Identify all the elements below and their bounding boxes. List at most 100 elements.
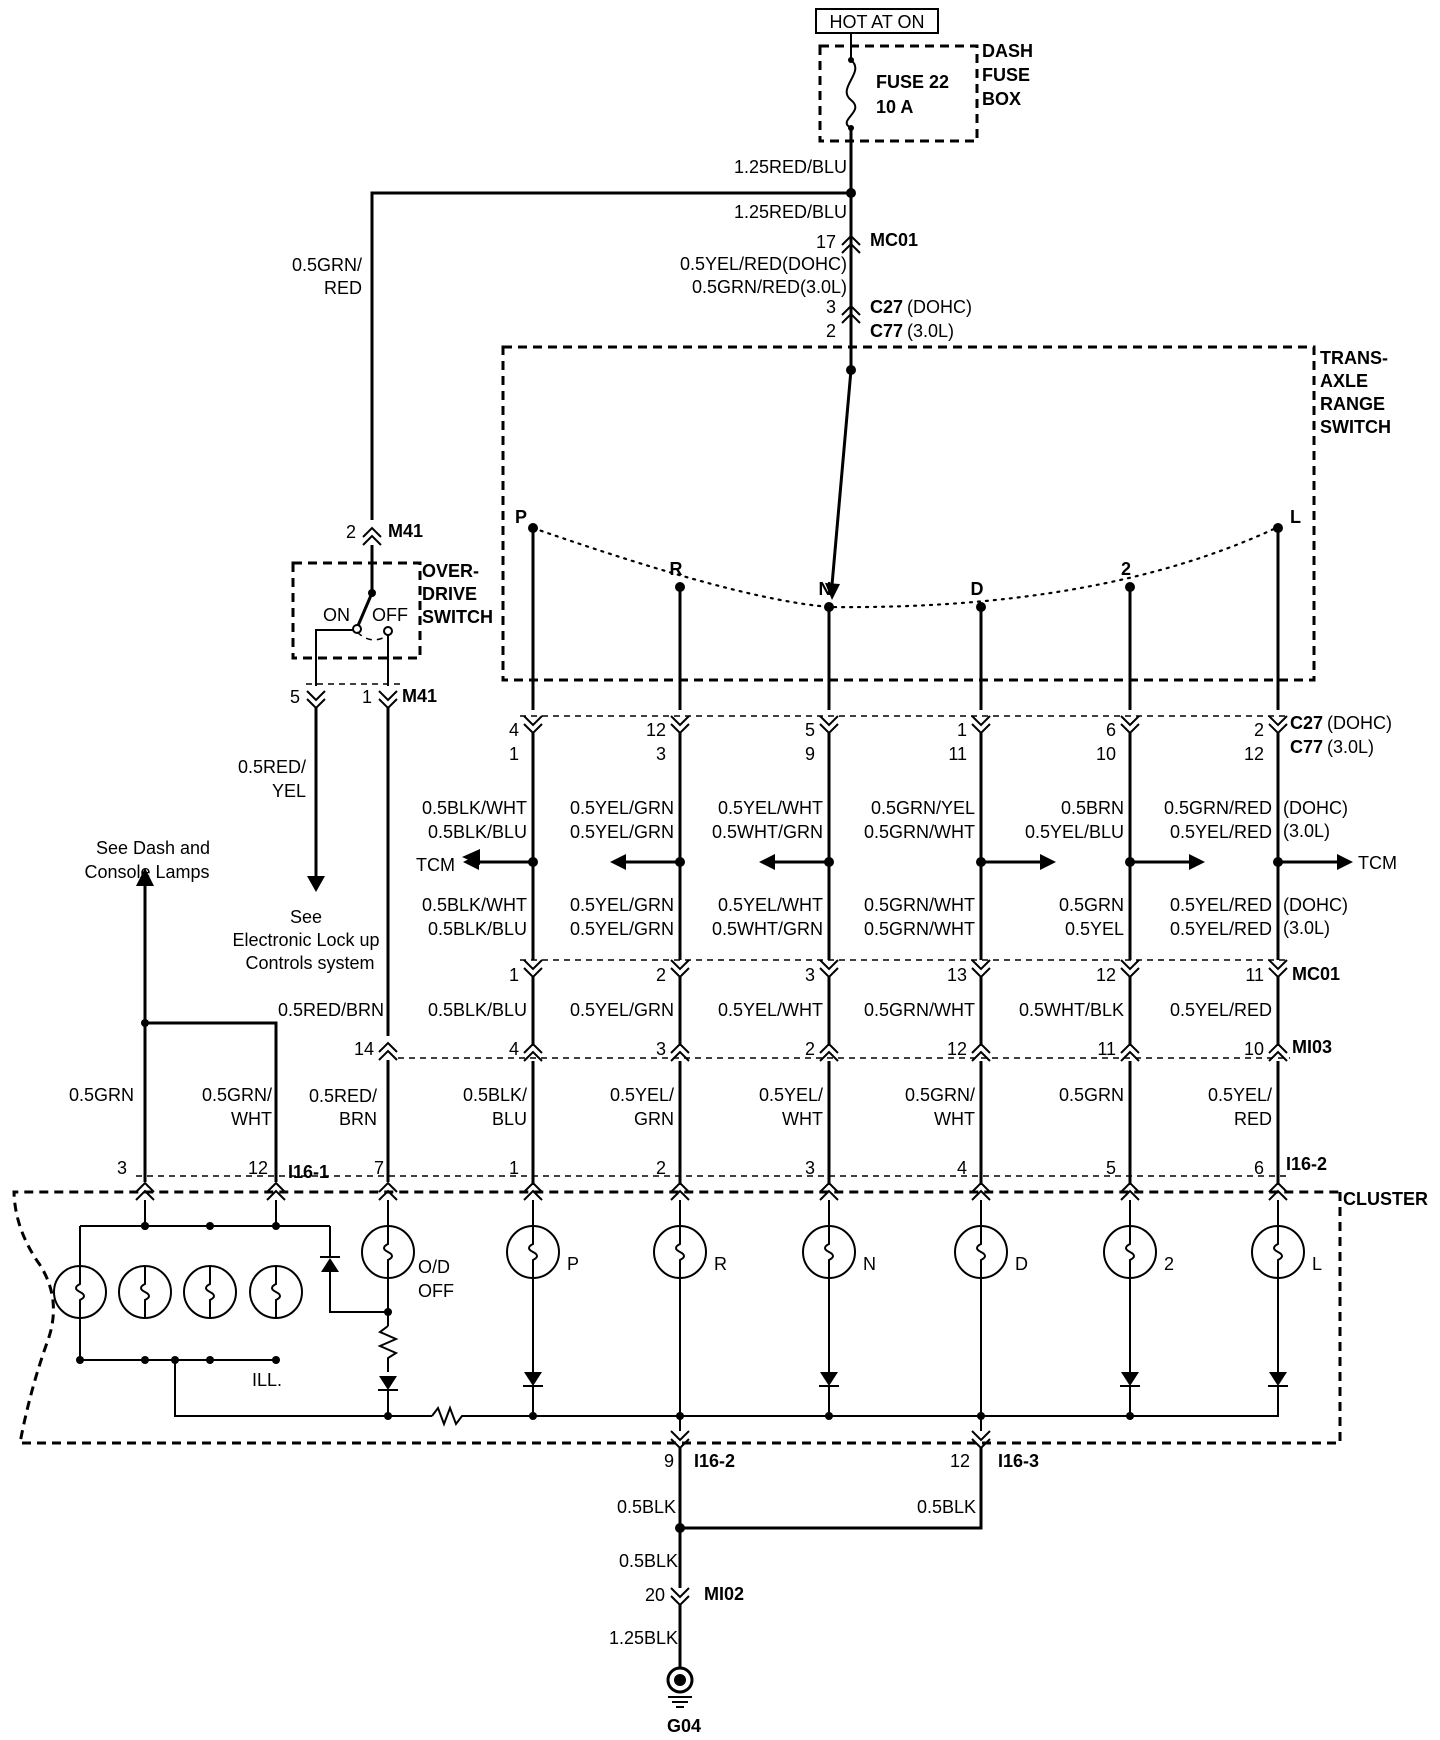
pin-14: 14 [354, 1039, 374, 1059]
c27-col-connector-icon [1120, 715, 1140, 735]
wire-label-b1: 0.5YEL/WHT [718, 895, 823, 915]
wire-label-b1: 0.5GRN/WHT [864, 895, 975, 915]
wire-label-b2: 0.5GRN/WHT [864, 919, 975, 939]
c77b-suffix: (3.0L) [1327, 737, 1374, 757]
c77-label: C77 [870, 321, 903, 341]
m41-bot-pin5: 5 [290, 687, 300, 707]
mi03-col-pin: 10 [1244, 1039, 1264, 1059]
wire-label-d1: 0.5GRN [1059, 1085, 1124, 1105]
fuse-rating: 10 A [876, 97, 913, 117]
c77-col-pin: 12 [1244, 744, 1264, 764]
fuse-box-label-3: BOX [982, 89, 1021, 109]
m41-pin5-connector-icon [306, 690, 326, 710]
indicator-lamp-P [506, 1225, 560, 1279]
c77-col-pin: 9 [805, 744, 815, 764]
lamp-label: L [1312, 1254, 1322, 1274]
range-position-label: R [670, 559, 683, 579]
signal-arrow-icon [1337, 854, 1353, 870]
wire-label-a2: 0.5YEL/GRN [570, 822, 674, 842]
mi03-col-pin: 2 [805, 1039, 815, 1059]
wire-blk-c: 0.5BLK [619, 1551, 678, 1571]
signal-arrow-icon [759, 854, 775, 870]
mi03-label: MI03 [1292, 1037, 1332, 1057]
mi03-col-pin: 11 [1097, 1039, 1116, 1059]
od-off-lamp-icon [361, 1225, 415, 1279]
wire-label-a2: 0.5YEL/BLU [1025, 822, 1124, 842]
c27-connector-icon [841, 304, 861, 324]
wire-label-a2: 0.5YEL/RED [1170, 822, 1272, 842]
mi03-col-pin: 12 [947, 1039, 967, 1059]
overdrive-switch-box [291, 561, 422, 660]
mc01-connector-icon [841, 234, 861, 254]
i16-2b-pin: 9 [664, 1451, 674, 1471]
c27-pin: 3 [826, 297, 836, 317]
suffix-dohc-2: (DOHC) [1283, 895, 1348, 915]
mi03-col-pin: 3 [656, 1039, 666, 1059]
mc01-col-connector-icon [819, 959, 839, 979]
trans-label-4: SWITCH [1320, 417, 1391, 437]
mc01-col-pin: 2 [656, 965, 666, 985]
signal-arrow-icon [1040, 854, 1056, 870]
pin-7: 7 [374, 1158, 384, 1178]
wire-blk-b: 0.5BLK [917, 1497, 976, 1517]
cluster-label: CLUSTER [1343, 1189, 1428, 1209]
c27b-suffix: (DOHC) [1327, 713, 1392, 733]
wire-label-d1: 0.5GRN/ [905, 1085, 975, 1105]
wire-grnwht-l2: WHT [231, 1109, 272, 1129]
i16-1-pin12: 12 [248, 1158, 268, 1178]
i16-3-connector-icon [971, 1430, 991, 1450]
m41-bot-label: M41 [402, 686, 437, 706]
i16-3-pin: 12 [950, 1451, 970, 1471]
c27-col-pin: 5 [805, 720, 815, 740]
i16-2b-connector-icon [670, 1430, 690, 1450]
mc01-col-connector-icon [670, 959, 690, 979]
wire-grn: 0.5GRN [69, 1085, 134, 1105]
note-dash-l1: See Dash and [96, 838, 210, 858]
wire-blk-d: 1.25BLK [609, 1628, 678, 1648]
od-off-label: OFF [372, 605, 408, 625]
i16-col-connector-icon [523, 1181, 543, 1201]
note-elec-l1: See [290, 907, 322, 927]
wire-left-l1: 0.5GRN/ [292, 255, 362, 275]
mc01-col-pin: 3 [805, 965, 815, 985]
od-switch-label-1: OVER- [422, 561, 479, 581]
wire-left-l2: RED [324, 278, 362, 298]
wire-label-d2: BLU [492, 1109, 527, 1129]
lamp-label: R [714, 1254, 727, 1274]
suffix-dohc-1: (DOHC) [1283, 798, 1348, 818]
wire-redbrn: 0.5RED/BRN [278, 1000, 384, 1020]
c77-pin: 2 [826, 321, 836, 341]
c27-col-pin: 4 [509, 720, 519, 740]
mc01-col-pin: 11 [1245, 965, 1264, 985]
pin7-connector-icon [378, 1181, 398, 1201]
note-elec-l2: Electronic Lock up [232, 930, 379, 950]
lamp-label: 2 [1164, 1254, 1174, 1274]
mi02-connector-icon [670, 1587, 690, 1607]
c27-col-pin: 12 [646, 720, 666, 740]
mi02-pin: 20 [645, 1585, 665, 1605]
c77-col-pin: 3 [656, 744, 666, 764]
c27-suffix: (DOHC) [907, 297, 972, 317]
lamp-diode-icon [1269, 1372, 1287, 1386]
mc01-col-connector-icon [1120, 959, 1140, 979]
i16-1-pin3-connector-icon [135, 1181, 155, 1201]
wire-grnwht-l1: 0.5GRN/ [202, 1085, 272, 1105]
wire-dohc: 0.5YEL/RED(DOHC) [680, 254, 847, 274]
ill-lamp-icon [249, 1265, 303, 1319]
wire-redbrn2-l2: BRN [339, 1109, 377, 1129]
mc01-col-pin: 1 [509, 965, 519, 985]
range-position-label: 2 [1121, 559, 1131, 579]
suffix-30l-1: (3.0L) [1283, 821, 1330, 841]
note-dash-l2: Console Lamps [84, 862, 209, 882]
wire-label-d1: 0.5YEL/ [610, 1085, 674, 1105]
od-on-label: ON [323, 605, 350, 625]
indicator-lamp-N [802, 1225, 856, 1279]
range-position-label: N [819, 579, 832, 599]
i16-3-label: I16-3 [998, 1451, 1039, 1471]
m41-top-label: M41 [388, 521, 423, 541]
fuse-name: FUSE 22 [876, 72, 949, 92]
wire-label-a2: 0.5GRN/WHT [864, 822, 975, 842]
i16-col-pin: 5 [1106, 1158, 1116, 1178]
trans-label-3: RANGE [1320, 394, 1385, 414]
range-position-label: L [1290, 507, 1301, 527]
